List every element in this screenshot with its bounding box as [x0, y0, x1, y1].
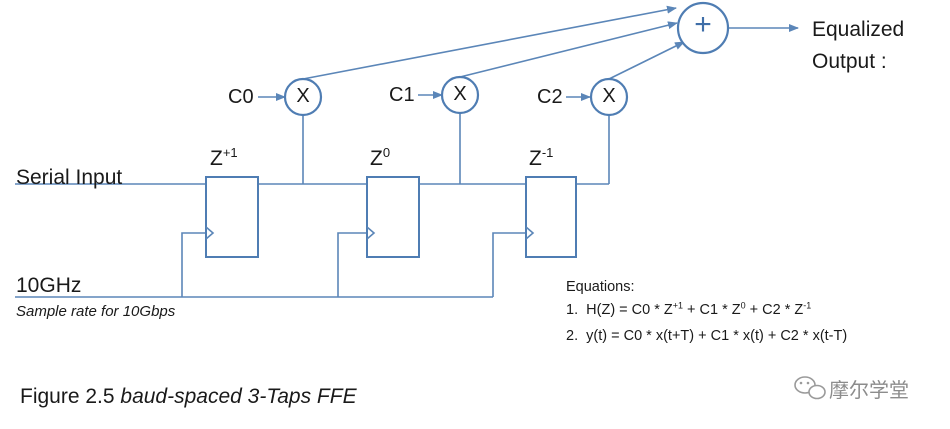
delay-label-1: Z+1 — [210, 145, 238, 170]
delay-block-3 — [525, 176, 577, 258]
figure-caption: Figure 2.5 baud-spaced 3-Taps FFE — [20, 385, 357, 408]
serial-input-label: Serial Input — [16, 166, 123, 189]
coefficient-c0: C0 — [228, 86, 254, 108]
clock-branch-3 — [492, 232, 526, 297]
adder-symbol: + — [694, 8, 712, 41]
clock-note: Sample rate for 10Gbps — [16, 303, 176, 320]
equation-2: 2. y(t) = C0 * x(t+T) + C1 * x(t) + C2 *… — [566, 328, 848, 344]
product-wire-3 — [608, 41, 685, 80]
clock-triangle-3 — [525, 226, 535, 240]
output-label-line2: Output : — [812, 50, 887, 73]
watermark-text: 摩尔学堂 — [829, 380, 909, 402]
adder — [676, 1, 730, 55]
multiplier-2 — [440, 75, 480, 115]
delay-block-2 — [366, 176, 420, 258]
multiplier-symbol-3: X — [602, 85, 616, 107]
wechat-icon — [794, 376, 826, 400]
clock-branch-2 — [337, 232, 367, 297]
product-wire-2 — [459, 21, 678, 78]
multiplier-1 — [283, 77, 323, 117]
multiplier-symbol-1: X — [296, 85, 310, 107]
delay-label-2: Z0 — [370, 145, 391, 170]
clock-label: 10GHz — [16, 274, 82, 297]
clock-triangle-1 — [205, 226, 215, 240]
equation-1: 1. H(Z) = C0 * Z+1 + C1 * Z0 + C2 * Z-1 — [566, 300, 812, 318]
delay-label-3: Z-1 — [529, 145, 554, 170]
output-label-line1: Equalized — [812, 18, 905, 41]
product-wire-1 — [302, 5, 677, 80]
multiplier-symbol-2: X — [453, 83, 467, 105]
multiplier-3 — [589, 77, 629, 117]
coefficient-c1: C1 — [389, 84, 415, 106]
equations-title: Equations: — [566, 279, 635, 295]
coefficient-c2: C2 — [537, 86, 563, 108]
clock-triangle-2 — [366, 226, 376, 240]
delay-block-1 — [205, 176, 259, 258]
clock-branch-1 — [181, 232, 206, 297]
